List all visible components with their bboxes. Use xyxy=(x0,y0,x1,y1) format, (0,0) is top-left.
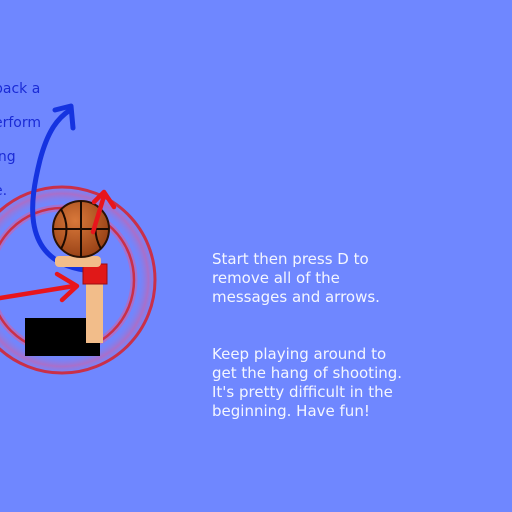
player-legs xyxy=(86,283,103,343)
red-arrow-up-icon xyxy=(90,189,117,235)
hint-line: ing xyxy=(0,149,16,165)
hint-line: e. xyxy=(0,183,8,199)
red-arrow-right-icon xyxy=(0,271,80,303)
player-figure[interactable] xyxy=(55,256,108,343)
tutorial-paragraph-1: Start then press D to remove all of the … xyxy=(212,250,380,306)
basketball-icon[interactable] xyxy=(52,200,110,258)
hint-message: back a erform ing e. xyxy=(0,64,54,217)
tutorial-paragraph-2: Keep playing around to get the hang of s… xyxy=(212,345,403,420)
hint-line: erform xyxy=(0,115,42,131)
player-arms xyxy=(55,256,101,267)
player-jersey xyxy=(83,264,107,284)
tutorial-message: Start then press D to remove all of the … xyxy=(212,231,442,459)
blue-arrow-icon xyxy=(30,103,87,273)
hint-line: back a xyxy=(0,81,41,97)
